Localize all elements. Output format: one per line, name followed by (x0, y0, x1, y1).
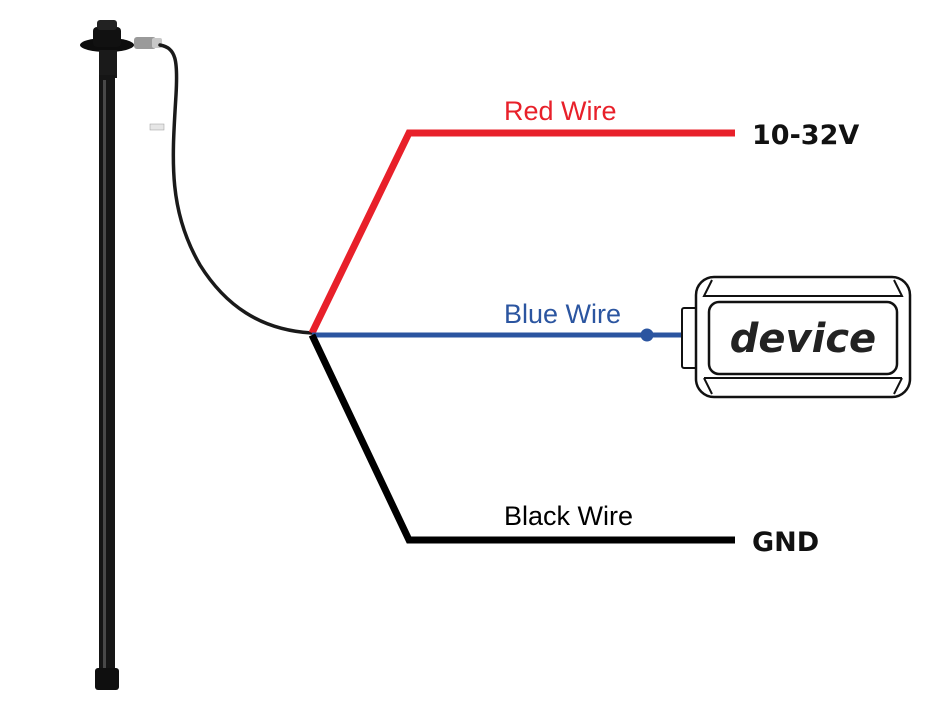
red-wire-label: Red Wire (504, 96, 617, 126)
red-wire (308, 129, 735, 335)
device-bottom-bevel (703, 377, 903, 395)
blue-wire-junction-dot (640, 328, 654, 342)
blue-wire-label: Blue Wire (504, 299, 621, 329)
black-wire-label: Black Wire (504, 501, 633, 531)
device-top-bevel (702, 279, 904, 297)
probe-neck (99, 50, 117, 78)
device-label: device (730, 316, 876, 362)
voltage-terminal-label: 10-32V (752, 120, 859, 151)
ground-terminal-label: GND (752, 527, 819, 558)
sensor-probe (80, 20, 165, 690)
device-box: device (681, 275, 912, 399)
cable-tag (149, 123, 165, 131)
sensor-cable (158, 43, 314, 335)
probe-cap (93, 27, 121, 47)
probe-highlight (103, 80, 106, 670)
probe-bottom-cap (95, 668, 119, 690)
device-label-panel (707, 300, 899, 376)
black-wire (308, 333, 735, 544)
probe-top (97, 20, 117, 30)
probe-connector (134, 37, 156, 49)
probe-tube (99, 75, 115, 675)
